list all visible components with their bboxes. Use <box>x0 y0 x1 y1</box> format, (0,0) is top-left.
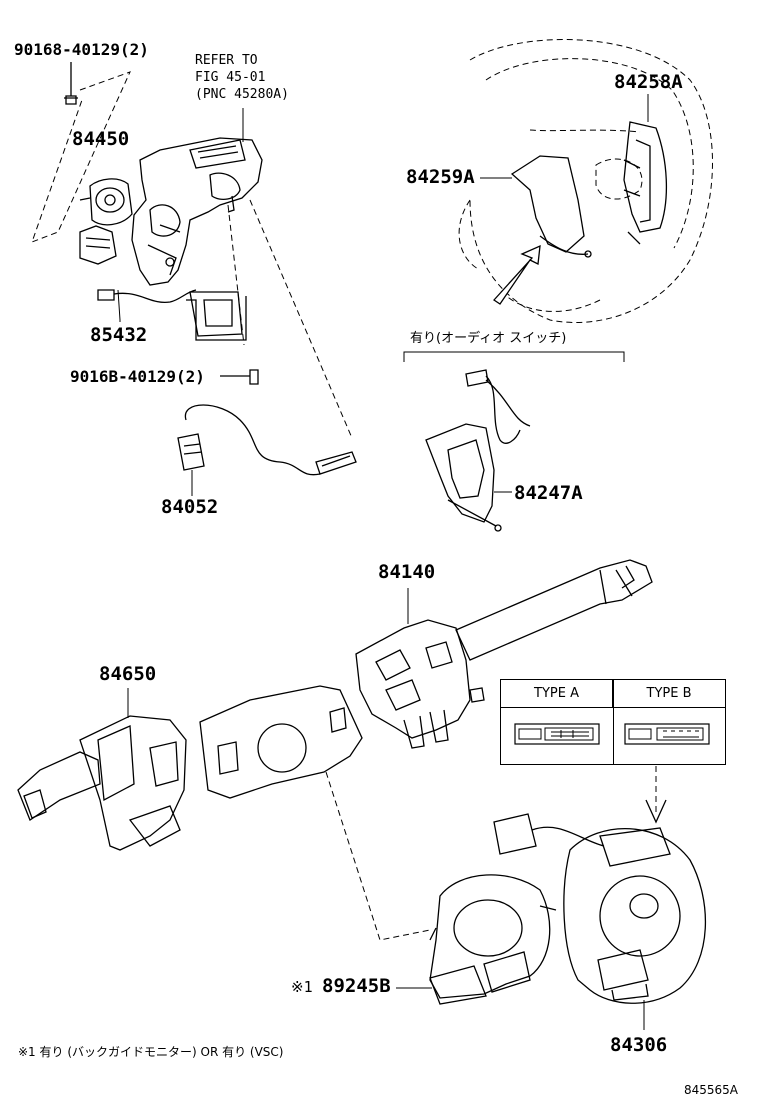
footnote-text: ※1 有り (バックガイドモニター) OR 有り (VSC) <box>18 1045 284 1059</box>
label-part-84140: 84140 <box>378 561 436 583</box>
wiper-switch-84140-drawing <box>355 559 653 749</box>
turn-signal-switch-84650-drawing <box>17 688 187 851</box>
type-a-header: TYPE A <box>501 680 613 708</box>
label-bolt-90168-top: 90168-40129(2) <box>14 40 149 59</box>
label-note-mark: ※1 <box>291 978 313 996</box>
key-cylinder-switch-drawing <box>79 178 133 265</box>
switch-bracket-drawing <box>199 685 431 941</box>
audio-switch-bracket <box>403 351 625 362</box>
type-b-header: TYPE B <box>613 680 725 708</box>
label-part-84259a: 84259A <box>406 166 475 188</box>
type-arrow <box>645 766 667 824</box>
label-part-89245b: 89245B <box>322 975 391 997</box>
bolt-9016b-drawing <box>220 369 259 385</box>
type-b-connector-icon <box>624 723 710 745</box>
label-part-84258a: 84258A <box>614 71 683 93</box>
label-refer-line1: REFER TO <box>195 53 258 68</box>
label-audio-switch-note: 有り(オーディオ スイッチ) <box>410 331 567 346</box>
type-a-connector-icon <box>514 723 600 745</box>
clock-spring-89245b-drawing <box>396 874 557 1005</box>
connector-harness-85432-drawing <box>97 289 247 341</box>
ignition-housing-drawing <box>31 62 353 439</box>
label-part-85432: 85432 <box>90 324 148 346</box>
label-part-84247a: 84247A <box>514 482 583 504</box>
label-part-84052: 84052 <box>161 496 219 518</box>
steering-wheel-drawing <box>458 39 713 323</box>
connector-type-drawings <box>514 723 710 745</box>
diagram-id: 845565A <box>684 1083 739 1097</box>
label-refer-line3: (PNC 45280A) <box>195 87 289 102</box>
clock-spring-84306-drawing <box>493 813 707 1030</box>
label-refer-line2: FIG 45-01 <box>195 70 266 85</box>
type-table-divider <box>613 680 614 764</box>
label-part-84650: 84650 <box>99 663 157 685</box>
label-bolt-9016b-bottom: 9016B-40129(2) <box>70 367 205 386</box>
audio-switch-84247a-drawing <box>425 369 531 532</box>
label-part-84306: 84306 <box>610 1034 668 1056</box>
harness-84052-drawing <box>177 404 357 496</box>
connector-type-table: TYPE A TYPE B <box>500 679 726 765</box>
label-part-84450: 84450 <box>72 128 130 150</box>
